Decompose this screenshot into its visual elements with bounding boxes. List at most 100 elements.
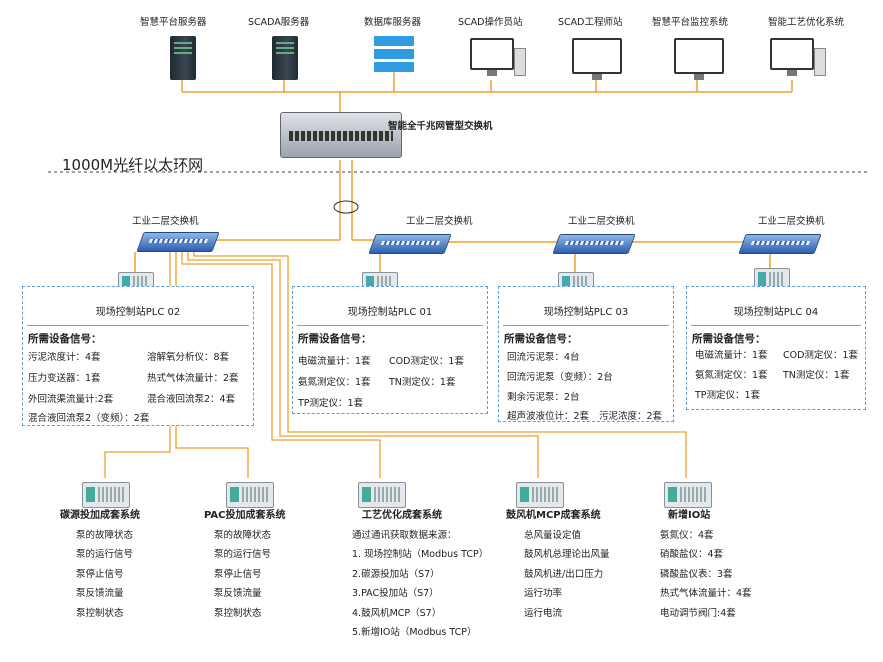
- subsystem-process: 工艺优化成套系统 通过通讯获取数据来源： 1. 现场控制站（Modbus TCP…: [352, 506, 488, 643]
- station-title: 现场控制站PLC 04: [733, 307, 819, 318]
- core-switch-icon: [280, 112, 402, 158]
- subsystem-item: 泵的运行信号: [76, 549, 134, 560]
- subsystem-item: 1. 现场控制站（Modbus TCP）: [352, 549, 489, 560]
- signal-item: TP测定仪：1套: [298, 398, 364, 409]
- top-node-label: 智能工艺优化系统: [768, 17, 845, 28]
- station-head: 所需设备信号：: [504, 333, 578, 345]
- network-label: 1000M光纤以太环网: [62, 156, 204, 174]
- signal-item: 混合液回流泵2（变频）：2套: [28, 413, 150, 424]
- subsystem-item: 5.新增IO站（Modbus TCP）: [352, 627, 477, 638]
- server-icon: [170, 36, 196, 80]
- subsystem-item: 电动调节阀门:4套: [660, 607, 736, 619]
- signal-item: 污泥浓度：2套: [599, 411, 663, 422]
- station-box-plc03: 现场控制站PLC 03 所需设备信号： 回流污泥泵：4台 回流污泥泵（变频）：2…: [498, 286, 674, 422]
- signal-item: TN测定仪：1套: [389, 377, 456, 388]
- subsystem-item: 泵的故障状态: [76, 529, 134, 541]
- subsystem-item: 鼓风机进/出口压力: [524, 568, 604, 580]
- subsystem-item: 氨氮仪：4套: [660, 529, 714, 541]
- subsystem-title: PAC投加成套系统: [204, 510, 286, 521]
- server-icon: [272, 36, 298, 80]
- subsystem-item: 硝酸盐仪：4套: [660, 549, 724, 560]
- top-node-label: 智慧平台服务器: [140, 17, 207, 28]
- top-node-label: SCAD操作员站: [458, 17, 523, 28]
- subsystem-item: 泵控制状态: [214, 607, 262, 619]
- subsystem-title: 鼓风机MCP成套系统: [506, 510, 601, 521]
- signal-item: 电磁流量计：1套: [298, 356, 371, 367]
- signal-item: 回流污泥泵：4台: [507, 352, 580, 363]
- signal-item: 剩余污泥泵：2台: [507, 392, 580, 403]
- station-head: 所需设备信号：: [28, 333, 102, 345]
- top-node-label: SCADA服务器: [248, 17, 310, 28]
- signal-item: TN测定仪：1套: [783, 370, 850, 381]
- station-title: 现场控制站PLC 03: [543, 307, 629, 318]
- monitor-icon: [674, 38, 724, 80]
- database-server-icon: [374, 36, 414, 74]
- subsystem-item: 泵停止信号: [214, 568, 262, 580]
- subsystem-item: 鼓风机总理论出风量: [524, 549, 610, 560]
- signal-item: 电磁流量计：1套: [695, 350, 768, 361]
- switch-icon: [136, 232, 220, 252]
- signal-item: TP测定仪：1套: [695, 390, 761, 401]
- subsystem-item: 4.鼓风机MCP（S7）: [352, 607, 442, 619]
- signal-item: 超声波液位计：2套: [507, 411, 590, 422]
- signal-item: 溶解氧分析仪：8套: [147, 352, 230, 363]
- signal-item: 氨氮测定仪：1套: [695, 370, 768, 381]
- signal-item: 压力变送器：1套: [28, 373, 101, 384]
- subsystem-item: 2.碳源投加站（S7）: [352, 568, 440, 580]
- subsystem-pac: PAC投加成套系统 泵的故障状态 泵的运行信号 泵停止信号 泵反馈流量 泵控制状…: [204, 506, 286, 623]
- subsystem-item: 总风量设定值: [524, 529, 582, 541]
- subsystem-carbon: 碳源投加成套系统 泵的故障状态 泵的运行信号 泵停止信号 泵反馈流量 泵控制状态: [60, 506, 140, 623]
- signal-item: COD测定仪：1套: [783, 350, 858, 361]
- divider: [27, 325, 249, 326]
- signal-item: 回流污泥泵（变频）：2台: [507, 372, 613, 383]
- station-box-plc02: 现场控制站PLC 02 所需设备信号： 污泥浓度计：4套 溶解氧分析仪：8套 压…: [22, 286, 254, 426]
- switch-icon: [368, 234, 452, 254]
- station-title: 现场控制站PLC 01: [347, 307, 433, 318]
- subsystem-device-icon: [516, 482, 564, 508]
- monitor-icon: [572, 38, 622, 80]
- divider: [297, 325, 483, 326]
- subsystem-device-icon: [226, 482, 274, 508]
- station-box-plc01: 现场控制站PLC 01 所需设备信号： 电磁流量计：1套 COD测定仪：1套 氨…: [292, 286, 488, 414]
- subsystem-item: 泵反馈流量: [214, 588, 262, 599]
- signal-item: 外回流渠流量计:2套: [28, 394, 114, 405]
- station-head: 所需设备信号：: [692, 333, 766, 345]
- divider: [691, 325, 861, 326]
- switch-label: 工业二层交换机: [758, 216, 825, 227]
- station-box-plc04: 现场控制站PLC 04 所需设备信号： 电磁流量计：1套 COD测定仪：1套 氨…: [686, 286, 866, 410]
- subsystem-device-icon: [358, 482, 406, 508]
- signal-item: COD测定仪：1套: [389, 356, 464, 367]
- switch-label: 工业二层交换机: [406, 216, 473, 227]
- subsystem-title: 新增IO站: [668, 510, 711, 521]
- subsystem-item: 运行功率: [524, 588, 563, 599]
- subsystem-item: 运行电流: [524, 607, 563, 619]
- switch-icon: [552, 234, 636, 254]
- subsystem-item: 磷酸盐仪表：3套: [660, 568, 733, 580]
- signal-item: 混合液回流泵2：4套: [147, 394, 236, 405]
- subsystem-item: 泵停止信号: [76, 568, 124, 580]
- subsystem-item: 3.PAC投加站（S7）: [352, 588, 439, 599]
- top-node-label: SCAD工程师站: [558, 17, 623, 28]
- top-node-label: 智慧平台监控系统: [652, 17, 729, 28]
- workstation-icon: [770, 38, 826, 76]
- subsystem-item: 泵反馈流量: [76, 588, 124, 599]
- subsystem-item: 泵控制状态: [76, 607, 124, 619]
- divider: [503, 325, 669, 326]
- subsystem-title: 工艺优化成套系统: [362, 510, 442, 521]
- switch-label: 工业二层交换机: [132, 216, 199, 227]
- subsystem-io: 新增IO站 氨氮仪：4套 硝酸盐仪：4套 磷酸盐仪表：3套 热式气体流量计：4套…: [660, 506, 752, 623]
- workstation-icon: [470, 38, 526, 76]
- switch-icon: [738, 234, 822, 254]
- top-node-label: 数据库服务器: [364, 17, 422, 28]
- subsystem-item: 热式气体流量计：4套: [660, 588, 752, 599]
- station-title: 现场控制站PLC 02: [95, 307, 181, 318]
- subsystem-blower: 鼓风机MCP成套系统 总风量设定值 鼓风机总理论出风量 鼓风机进/出口压力 运行…: [506, 506, 610, 623]
- signal-item: 污泥浓度计：4套: [28, 352, 101, 363]
- subsystem-item: 泵的故障状态: [214, 529, 272, 541]
- core-switch-label: 智能全千兆网管型交换机: [388, 121, 493, 132]
- signal-item: 热式气体流量计：2套: [147, 373, 239, 384]
- switch-label: 工业二层交换机: [568, 216, 635, 227]
- subsystem-device-icon: [664, 482, 712, 508]
- subsystem-item: 通过通讯获取数据来源：: [352, 529, 457, 541]
- subsystem-title: 碳源投加成套系统: [60, 510, 140, 521]
